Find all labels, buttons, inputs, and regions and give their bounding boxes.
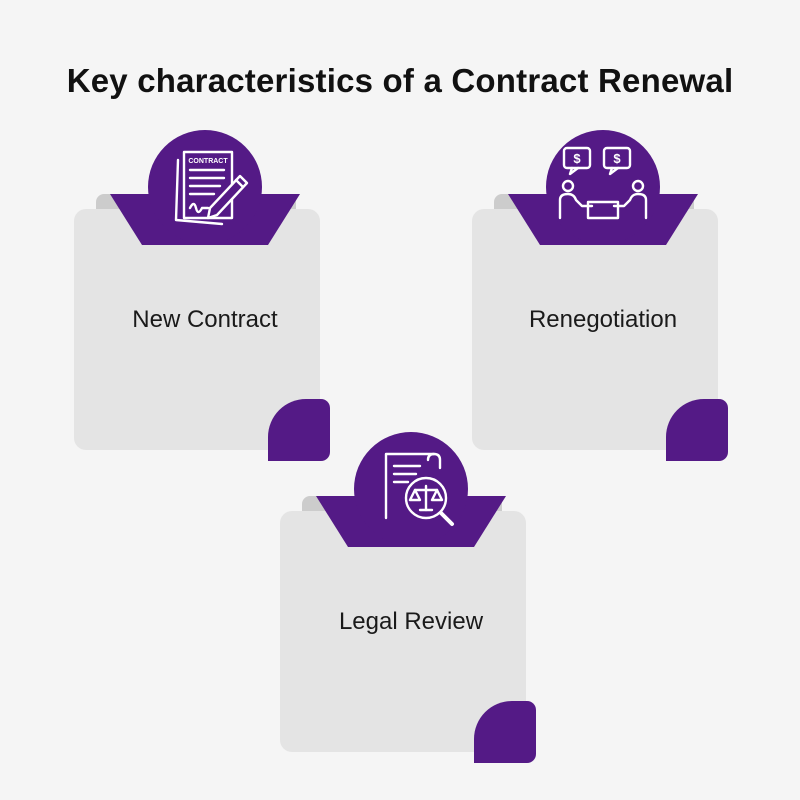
- card-new-contract: New Contract CONTRACT: [74, 130, 336, 464]
- card-legal-review: Legal Review: [280, 432, 542, 766]
- svg-text:$: $: [573, 151, 581, 166]
- card-corner-accent: [474, 701, 536, 763]
- card-corner-accent: [268, 399, 330, 461]
- card-renegotiation: Renegotiation $ $: [472, 130, 734, 464]
- contract-signing-icon: CONTRACT: [110, 130, 300, 245]
- card-label: New Contract: [132, 306, 278, 333]
- svg-text:$: $: [613, 151, 621, 166]
- card-label: Renegotiation: [528, 306, 678, 333]
- svg-text:CONTRACT: CONTRACT: [188, 158, 228, 165]
- legal-review-icon: [316, 432, 506, 547]
- card-label: Legal Review: [338, 608, 484, 635]
- page-title: Key characteristics of a Contract Renewa…: [66, 62, 734, 99]
- card-corner-accent: [666, 399, 728, 461]
- negotiation-meeting-icon: $ $: [508, 130, 698, 245]
